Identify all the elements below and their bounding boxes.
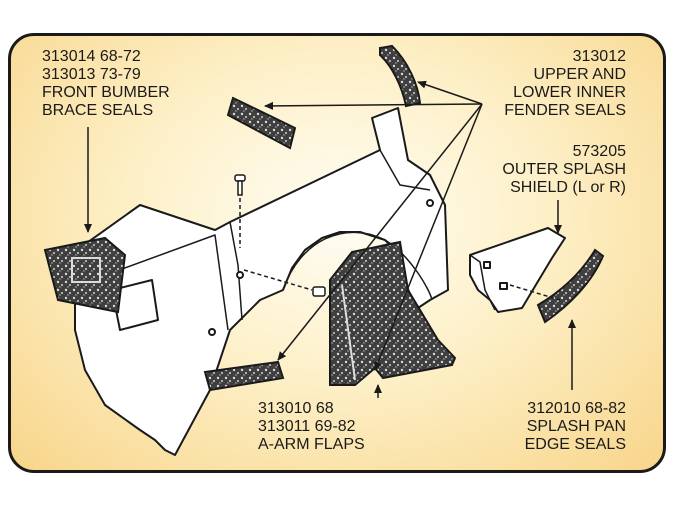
inner-fender-housing	[69, 107, 449, 456]
front-bumper-part-1: 313014 68-72	[42, 48, 141, 65]
splash-pan-part: 312010 68-82	[527, 400, 626, 417]
upper-fender-seal-curved	[379, 44, 422, 108]
bolt-icon	[312, 286, 326, 297]
front-bumper-callout: 313014 68-72 313013 73-79 FRONT BUMBER B…	[42, 48, 170, 120]
splash-shield-title-2: SHIELD (L or R)	[510, 179, 626, 196]
splash-pan-edge-seal	[536, 248, 605, 324]
lower-a-arm-seal	[203, 360, 285, 392]
fender-seals-part: 313012	[572, 48, 626, 65]
front-bumper-brace-seal	[43, 236, 127, 314]
a-arm-title: A-ARM FLAPS	[258, 436, 365, 453]
front-bumper-part-2: 313013 73-79	[42, 66, 141, 83]
housing-opening	[111, 279, 159, 331]
front-bumper-title-1: FRONT BUMBER	[42, 84, 170, 101]
splash-shield-callout: 573205 OUTER SPLASH SHIELD (L or R)	[502, 143, 626, 197]
fender-seals-title-1: UPPER AND	[533, 66, 626, 83]
front-bumper-title-2: BRACE SEALS	[42, 102, 154, 119]
fender-seals-title-2: LOWER INNER	[513, 84, 626, 101]
a-arm-part-1: 313010 68	[258, 400, 334, 417]
upper-fender-seal	[226, 96, 297, 150]
fender-seals-title-3: FENDER SEALS	[504, 102, 626, 119]
splash-pan-title-1: SPLASH PAN	[526, 418, 626, 435]
bolt-icon	[234, 174, 246, 196]
a-arm-callout: 313010 68 313011 69-82 A-ARM FLAPS	[258, 400, 365, 454]
a-arm-part-2: 313011 69-82	[258, 418, 356, 435]
splash-pan-title-2: EDGE SEALS	[524, 436, 626, 453]
splash-shield-title-1: OUTER SPLASH	[502, 161, 626, 178]
splash-pan-callout: 312010 68-82 SPLASH PAN EDGE SEALS	[525, 400, 626, 454]
fender-seals-callout: 313012 UPPER AND LOWER INNER FENDER SEAL…	[504, 48, 626, 120]
splash-shield-part: 573205	[572, 143, 626, 160]
arrow-icon	[264, 80, 483, 371]
a-arm-flap	[329, 240, 457, 386]
